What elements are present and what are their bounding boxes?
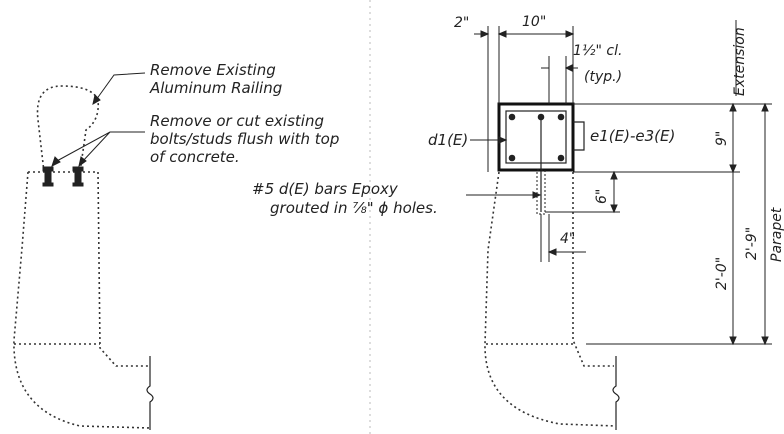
- dim-2in-lines: [474, 26, 500, 172]
- existing-aluminum-railing: [36, 85, 100, 173]
- remove-railing-note-line-1: Remove Existing: [150, 61, 276, 79]
- right-slab-break-line: [612, 356, 620, 430]
- remove-bolts-note-line-3: of concrete.: [150, 148, 240, 166]
- left-slab-break-line: [146, 356, 154, 430]
- right-extension-detail: 2" 10" 1½" cl. (typ.) 9" 2'-0" 2'-9" Par…: [252, 14, 784, 430]
- stirrup-d1: [505, 110, 567, 164]
- remove-bolts-note-line-1: Remove or cut existing: [150, 112, 324, 130]
- clear-cover-label: 1½" cl.: [573, 43, 622, 59]
- e-bars-label: e1(E)-e3(E): [590, 127, 675, 145]
- dim-10in-lines: [499, 26, 574, 104]
- existing-bolts: [42, 166, 84, 187]
- dim-2ft-9in: 2'-9": [744, 227, 760, 260]
- right-parapet-outline: [484, 171, 617, 427]
- left-parapet-outline: [13, 171, 151, 429]
- dim-9in: 9": [714, 131, 730, 146]
- dim-6in: 6": [594, 189, 610, 204]
- bars-note-line-1: #5 d(E) bars Epoxy: [252, 180, 399, 198]
- dim-4in: 4": [560, 231, 575, 247]
- dim-2ft-0in: 2'-0": [714, 257, 730, 290]
- railing-leader: [95, 72, 146, 101]
- left-existing-parapet-detail: Remove Existing Aluminum Railing Remove …: [13, 61, 339, 430]
- d1-e-label: d1(E): [428, 131, 468, 149]
- remove-bolts-note-line-2: bolts/studs flush with top: [150, 130, 339, 148]
- extension-label: Extension: [732, 27, 748, 96]
- right-dim-ext-lines: [545, 103, 772, 345]
- e-bars-bracket: [573, 121, 585, 151]
- bars-note-line-2: grouted in ⅞" ϕ holes.: [270, 199, 438, 217]
- clear-cover-dim-lines: [541, 56, 578, 104]
- bolts-leader: [54, 131, 145, 163]
- remove-railing-note-line-2: Aluminum Railing: [149, 79, 282, 97]
- dim-2in: 2": [454, 15, 469, 31]
- clear-cover-typ: (typ.): [584, 69, 622, 85]
- dim-10in: 10": [522, 14, 546, 30]
- longitudinal-bars: [508, 113, 565, 162]
- parapet-label: Parapet: [769, 207, 784, 262]
